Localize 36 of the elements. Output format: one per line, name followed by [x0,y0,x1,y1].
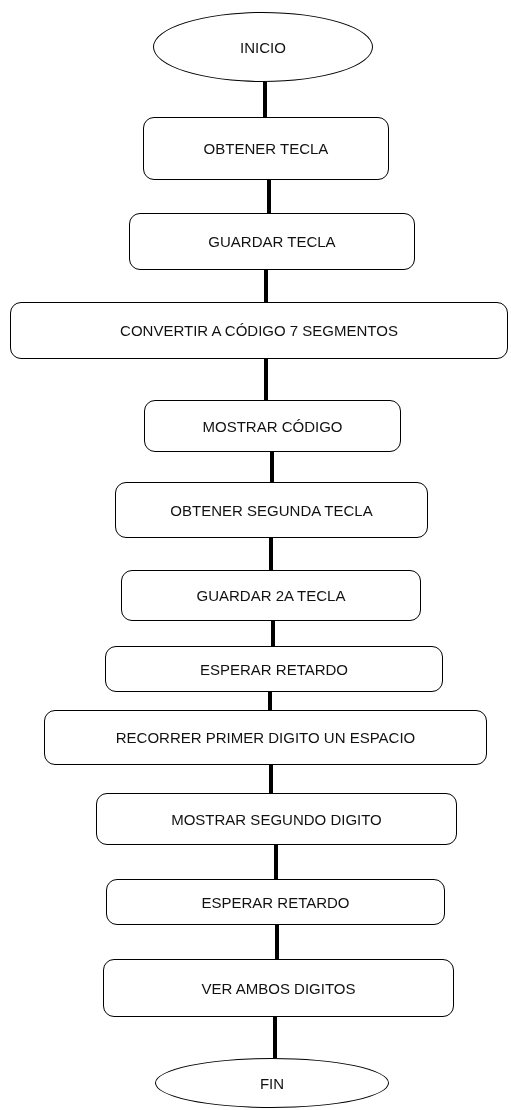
node-label: VER AMBOS DIGITOS [201,979,356,997]
process-box [129,213,415,270]
process-box [103,959,454,1017]
node-label: GUARDAR 2A TECLA [196,587,346,604]
connector-line [264,359,268,400]
node-label: INICIO [240,38,286,56]
node-label: ESPERAR RETARDO [201,893,350,911]
process-box [115,482,428,538]
node-label: MOSTRAR CÓDIGO [202,417,343,435]
process-box [44,710,487,765]
process-box [105,646,443,692]
process-box [10,302,508,359]
process-box [143,117,389,180]
connector-line [270,452,274,482]
process-box [144,400,401,452]
process-box [121,570,421,621]
connector-line [268,692,272,710]
connector-line [269,538,273,570]
node-label: FIN [259,1074,285,1092]
node-label: OBTENER TECLA [203,140,329,157]
connector-line [269,765,273,793]
node-label: OBTENER SEGUNDA TECLA [170,501,373,519]
connector-line [263,82,267,117]
process-box [96,793,457,845]
connector-line [264,270,268,302]
node-label: ESPERAR RETARDO [199,660,349,678]
connector-line [274,845,278,879]
connector-line [271,621,275,646]
connector-line [275,925,279,959]
node-label: CONVERTIR A CÓDIGO 7 SEGMENTOS [120,322,398,339]
connector-line [267,180,271,213]
node-label: RECORRER PRIMER DIGITO UN ESPACIO [115,729,416,746]
node-label: GUARDAR TECLA [208,233,336,250]
node-label: MOSTRAR SEGUNDO DIGITO [171,810,382,828]
connector-line [273,1017,277,1058]
process-box [106,879,445,925]
